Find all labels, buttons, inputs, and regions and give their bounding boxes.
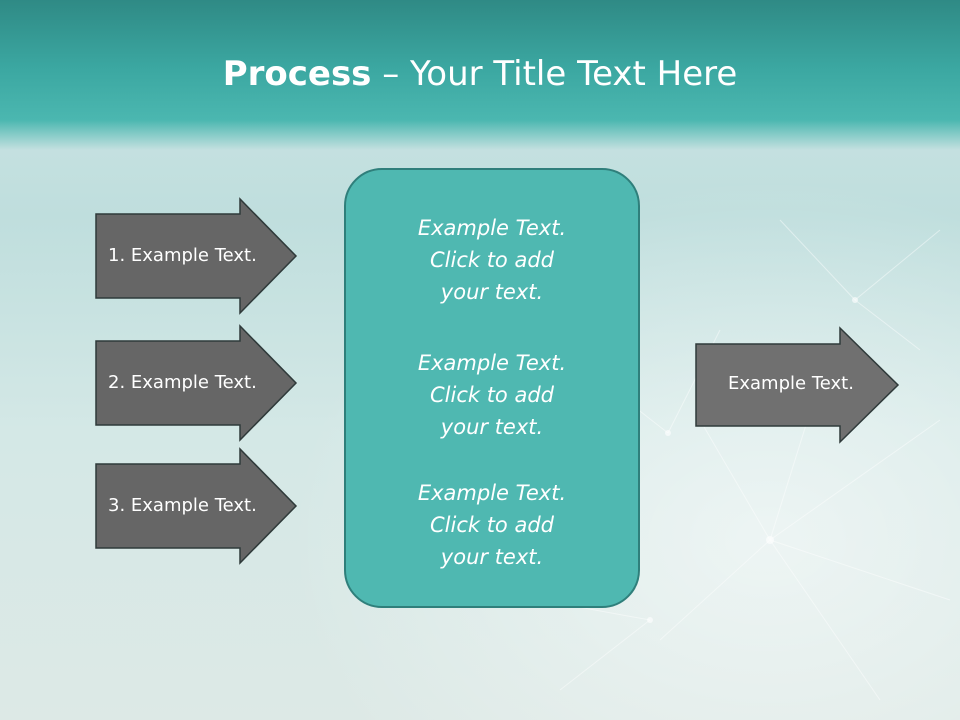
center-block-2-line-1: Example Text. xyxy=(417,351,567,375)
center-block-2-line-3: your text. xyxy=(440,415,544,439)
center-block-3: Example Text. Click to add your text. xyxy=(346,477,638,573)
right-arrow-shape[interactable] xyxy=(695,326,900,444)
center-block-3-line-3: your text. xyxy=(440,545,544,569)
center-block-3-line-1: Example Text. xyxy=(417,481,567,505)
right-arrow-label: Example Text. xyxy=(728,373,854,394)
arrow-shape-1[interactable] xyxy=(95,197,298,315)
center-block-1-line-2: Click to add xyxy=(429,248,554,272)
center-block-2: Example Text. Click to add your text. xyxy=(346,347,638,443)
center-block-1-line-3: your text. xyxy=(440,280,544,304)
arrow-label-3: 3. Example Text. xyxy=(108,495,257,516)
title-rest: – Your Title Text Here xyxy=(371,54,738,94)
center-block-1: Example Text. Click to add your text. xyxy=(346,212,638,308)
center-text-box[interactable]: Example Text. Click to add your text. Ex… xyxy=(344,168,640,608)
slide-title: Process – Your Title Text Here xyxy=(0,52,960,96)
center-block-2-line-2: Click to add xyxy=(429,383,554,407)
arrow-shape-2[interactable] xyxy=(95,324,298,442)
arrow-label-1: 1. Example Text. xyxy=(108,245,257,266)
title-bold: Process xyxy=(222,54,372,94)
center-block-1-line-1: Example Text. xyxy=(417,216,567,240)
center-block-3-line-2: Click to add xyxy=(429,513,554,537)
arrow-label-2: 2. Example Text. xyxy=(108,372,257,393)
arrow-shape-3[interactable] xyxy=(95,447,298,565)
title-bar xyxy=(0,0,960,150)
